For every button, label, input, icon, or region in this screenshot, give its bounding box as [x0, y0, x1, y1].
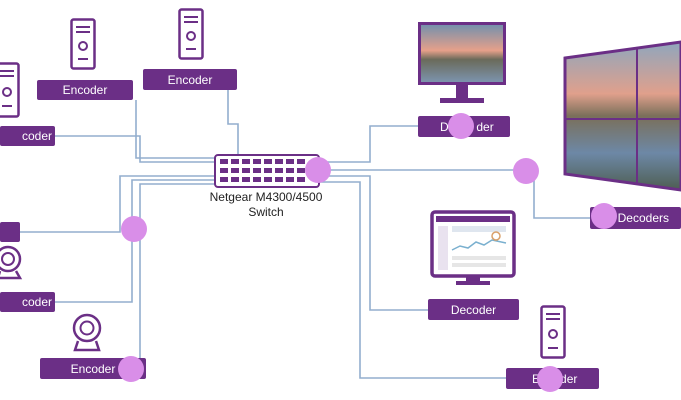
decoder-label-1-suffix: der [476, 119, 494, 134]
decoder-label-4-text: E [532, 371, 541, 386]
encoder-label-3: coder [0, 126, 55, 146]
monitor-icon [418, 22, 506, 103]
decoder-label-3: Decoder [428, 299, 519, 320]
line-decoder-1 [318, 125, 418, 163]
encoder-label-4 [0, 222, 20, 242]
dashboard-monitor-icon [430, 210, 516, 285]
network-switch-icon [214, 154, 320, 188]
line-encoder-3 [55, 135, 216, 163]
switch-caption: Netgear M4300/4500 Switch [196, 190, 336, 220]
tower-pc-icon [178, 8, 204, 60]
encoder-label-6: Encoder [40, 358, 146, 379]
decoder-label-4-suffix: der [560, 371, 578, 386]
line-decoder-2 [318, 169, 590, 219]
line-encoder-1 [135, 100, 216, 159]
encoder-label-2: Encoder [143, 69, 237, 90]
switch-type: Switch [248, 205, 284, 219]
line-decoder-4 [318, 181, 506, 379]
decoder-label-1-text: De [440, 119, 456, 134]
tower-pc-icon [70, 18, 96, 70]
encoder-label-5: coder [0, 292, 55, 312]
video-wall-icon [563, 40, 681, 192]
decoder-label-1: De der [418, 116, 510, 137]
switch-name: Netgear M4300/4500 [209, 190, 323, 204]
line-encoder-5 [55, 179, 216, 303]
line-encoder-4 [20, 175, 216, 233]
line-encoder-2 [227, 90, 239, 158]
decoder-label-2: Decoders [590, 207, 681, 229]
tower-pc-icon [540, 305, 566, 359]
line-decoder-3 [318, 175, 428, 311]
tower-pc-icon [0, 62, 20, 118]
encoder-label-1: Encoder [37, 80, 133, 100]
webcam-icon [72, 313, 102, 352]
camera-icon [0, 245, 23, 280]
